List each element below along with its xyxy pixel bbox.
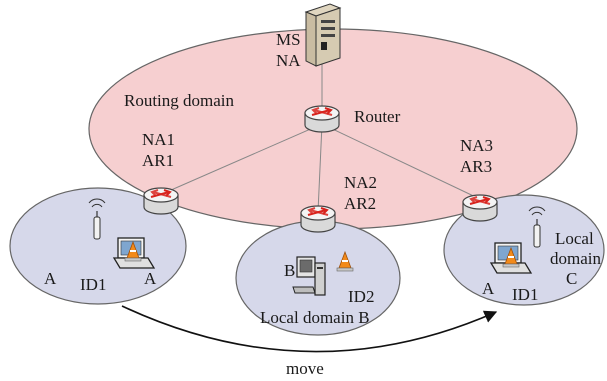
move-arrow bbox=[121, 305, 498, 353]
local-domain-a-area bbox=[9, 187, 187, 305]
local-domain-c-label: C bbox=[566, 269, 577, 288]
desktop-icon bbox=[292, 256, 326, 296]
router-icon bbox=[462, 194, 498, 222]
node-a-label: A bbox=[482, 279, 495, 298]
node-a-label: A bbox=[44, 269, 57, 288]
local-domain-b-label: Local domain B bbox=[260, 308, 370, 327]
move-label: move bbox=[286, 359, 324, 378]
node-id2-label: ID2 bbox=[348, 287, 374, 306]
router-icon bbox=[304, 105, 340, 133]
ar1-label: AR1 bbox=[142, 151, 174, 170]
network-links bbox=[161, 58, 483, 213]
local-domain-c-area bbox=[443, 194, 605, 306]
router-icon bbox=[300, 205, 336, 233]
server-na-label: NA bbox=[276, 51, 301, 70]
node-id1-label: ID1 bbox=[512, 285, 538, 304]
na3-label: NA3 bbox=[460, 136, 493, 155]
server-ms-label: MS bbox=[276, 30, 301, 49]
local-domain-c-label: Local bbox=[555, 229, 594, 248]
routing-domain-label: Routing domain bbox=[124, 91, 235, 110]
na1-label: NA1 bbox=[142, 130, 175, 149]
node-b-label: B bbox=[284, 261, 295, 280]
router-icon bbox=[143, 187, 179, 215]
node-a-label: A bbox=[144, 269, 157, 288]
node-id1-label: ID1 bbox=[80, 275, 106, 294]
na2-label: NA2 bbox=[344, 173, 377, 192]
local-domain-c-label: domain bbox=[550, 249, 601, 268]
ar3-label: AR3 bbox=[460, 157, 492, 176]
router-label: Router bbox=[354, 107, 401, 126]
ar2-label: AR2 bbox=[344, 194, 376, 213]
server-icon bbox=[304, 3, 342, 67]
